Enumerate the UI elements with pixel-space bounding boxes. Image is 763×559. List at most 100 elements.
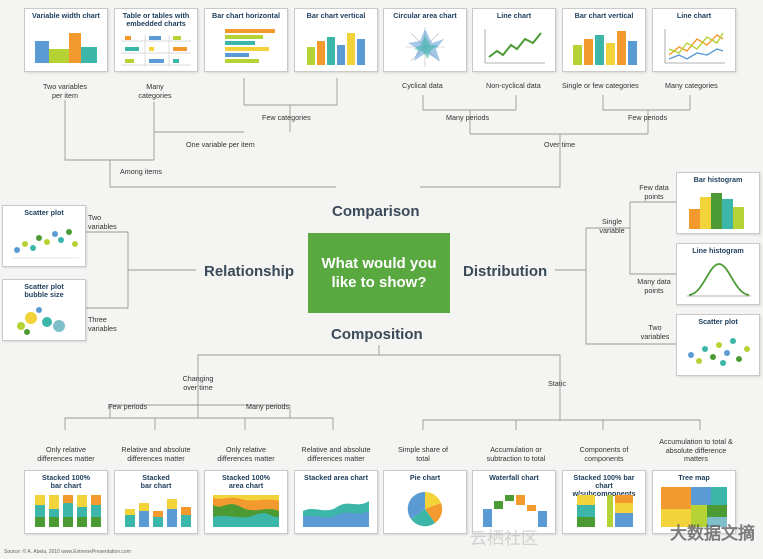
card-scatter-plot-2[interactable]: Scatter plot — [676, 314, 760, 376]
label-many-periods: Many periods — [446, 113, 490, 122]
card-bar-histogram[interactable]: Bar histogram — [676, 172, 760, 234]
heading-distribution: Distribution — [463, 263, 548, 280]
label-many-periods-comp: Many periods — [246, 402, 290, 411]
center-line-2: like to show? — [331, 274, 427, 291]
card-title: Scatter plot — [698, 317, 738, 326]
card-bar-chart-vertical-2[interactable]: Bar chart vertical — [562, 8, 646, 72]
bar-horizontal-thumbnail — [225, 29, 275, 63]
label-few-periods-right: Few periods — [628, 113, 668, 122]
label-cyclical-data: Cyclical data — [402, 81, 443, 90]
center-question-box: What would you like to show? — [308, 233, 450, 313]
label-accumulation-subtraction: Accumulation or subtraction to total — [486, 445, 546, 463]
label-two-variables-dist: Two variables — [640, 323, 670, 341]
label-among-items: Among items — [120, 167, 162, 176]
circular-area-thumbnail — [405, 27, 445, 67]
label-changing-over-time: Changing over time — [182, 374, 214, 392]
card-scatter-plot[interactable]: Scatter plot — [2, 205, 86, 267]
card-circular-area-chart[interactable]: Circular area chart — [383, 8, 467, 72]
card-line-histogram[interactable]: Line histogram — [676, 243, 760, 305]
card-waterfall-chart[interactable]: Waterfall chart — [472, 470, 556, 534]
label-few-data-points: Few data points — [639, 183, 669, 201]
card-title: Bar chart vertical — [574, 11, 634, 20]
card-title: Line histogram — [692, 246, 744, 255]
card-title: Stacked 100% bar chart w/subcomponents — [572, 473, 636, 498]
card-stacked-100-subcomponents[interactable]: Stacked 100% bar chart w/subcomponents — [562, 470, 646, 534]
card-title: Bar histogram — [693, 175, 743, 184]
card-title: Stacked area chart — [304, 473, 368, 482]
card-title: Bar chart vertical — [306, 11, 366, 20]
stacked-area-thumbnail — [303, 501, 369, 527]
card-title: Waterfall chart — [489, 473, 539, 482]
card-title: Stacked 100% bar chart — [42, 473, 90, 490]
card-bar-chart-vertical[interactable]: Bar chart vertical — [294, 8, 378, 72]
waterfall-thumbnail — [483, 495, 547, 527]
stacked-100-area-thumbnail — [213, 495, 279, 527]
card-stacked-area[interactable]: Stacked area chart — [294, 470, 378, 534]
label-many-categories-right: Many categories — [665, 81, 718, 90]
card-line-chart-1[interactable]: Line chart — [472, 8, 556, 72]
source-footer: Source: © A. Abela, 2010 www.ExtremePres… — [4, 549, 131, 555]
label-over-time: Over time — [544, 140, 576, 149]
label-accumulation-absolute: Accumulation to total & absolute differe… — [659, 437, 733, 463]
watermark-faint: 云栖社区 — [470, 529, 538, 548]
center-line-1: What would you — [321, 255, 437, 272]
line-histogram-thumbnail — [687, 263, 751, 297]
tree-map-thumbnail — [661, 487, 727, 527]
card-line-chart-2[interactable]: Line chart — [652, 8, 736, 72]
card-title: Line chart — [676, 11, 712, 20]
card-title: Stacked bar chart — [140, 473, 172, 490]
label-only-relative-2: Only relative differences matter — [217, 445, 275, 463]
bubble-chart-thumbnail — [17, 307, 65, 335]
card-pie-chart[interactable]: Pie chart — [383, 470, 467, 534]
label-components-of-components: Components of components — [579, 445, 629, 463]
label-few-categories-left: Few categories — [262, 113, 311, 122]
card-title: Stacked 100% area chart — [222, 473, 270, 490]
label-one-var-per-item: One variable per item — [186, 140, 255, 149]
stacked-100-bar-thumbnail — [35, 495, 101, 527]
card-tree-map[interactable]: Tree map — [652, 470, 736, 534]
card-title: Table or tables with embedded charts — [122, 11, 190, 28]
heading-relationship: Relationship — [204, 263, 295, 280]
label-few-periods-comp: Few periods — [108, 402, 148, 411]
card-title: Circular area chart — [393, 11, 457, 20]
stacked-100-sub-thumbnail — [577, 495, 633, 527]
card-title: Bar chart horizontal — [212, 11, 280, 20]
card-stacked-100-area[interactable]: Stacked 100% area chart — [204, 470, 288, 534]
label-single-few-categories: Single or few categories — [562, 81, 639, 90]
multi-line-chart-thumbnail — [664, 29, 725, 64]
label-only-relative-1: Only relative differences matter — [37, 445, 95, 463]
label-two-vars-per-item: Two variables per item — [43, 82, 87, 100]
label-relative-absolute-2: Relative and absolute differences matter — [301, 445, 371, 463]
card-scatter-bubble[interactable]: Scatter plot bubble size — [2, 279, 86, 341]
line-chart-thumbnail — [484, 29, 545, 64]
card-table-embedded-charts[interactable]: Table or tables with embedded charts — [114, 8, 198, 72]
card-title: Scatter plot — [24, 208, 64, 217]
label-relative-absolute-1: Relative and absolute differences matter — [121, 445, 191, 463]
variable-width-thumbnail — [35, 33, 97, 63]
card-stacked-bar[interactable]: Stacked bar chart — [114, 470, 198, 534]
table-embedded-thumbnail — [121, 35, 191, 67]
bar-vertical-2-thumbnail — [573, 31, 637, 65]
scatter-plot-2-thumbnail — [688, 338, 750, 366]
label-three-variables: Three variables — [88, 315, 117, 333]
card-title: Pie chart — [409, 473, 441, 482]
scatter-plot-thumbnail — [11, 229, 79, 259]
heading-comparison: Comparison — [332, 203, 420, 220]
card-title: Line chart — [496, 11, 532, 20]
card-stacked-100-bar[interactable]: Stacked 100% bar chart — [24, 470, 108, 534]
pie-chart-thumbnail — [407, 491, 443, 527]
label-non-cyclical-data: Non-cyclical data — [486, 81, 541, 90]
label-simple-share: Simple share of total — [398, 445, 448, 463]
watermark: 大数据文摘 — [670, 524, 755, 543]
bar-histogram-thumbnail — [689, 193, 744, 229]
heading-composition: Composition — [331, 326, 423, 343]
label-static: Static — [548, 379, 566, 388]
card-variable-width-chart[interactable]: Variable width chart — [24, 8, 108, 72]
card-title: Variable width chart — [32, 11, 100, 20]
card-title: Tree map — [678, 473, 710, 482]
label-many-data-points: Many data points — [637, 277, 671, 295]
stacked-bar-thumbnail — [125, 499, 191, 527]
label-two-variables: Two variables — [88, 213, 117, 231]
card-bar-chart-horizontal[interactable]: Bar chart horizontal — [204, 8, 288, 72]
